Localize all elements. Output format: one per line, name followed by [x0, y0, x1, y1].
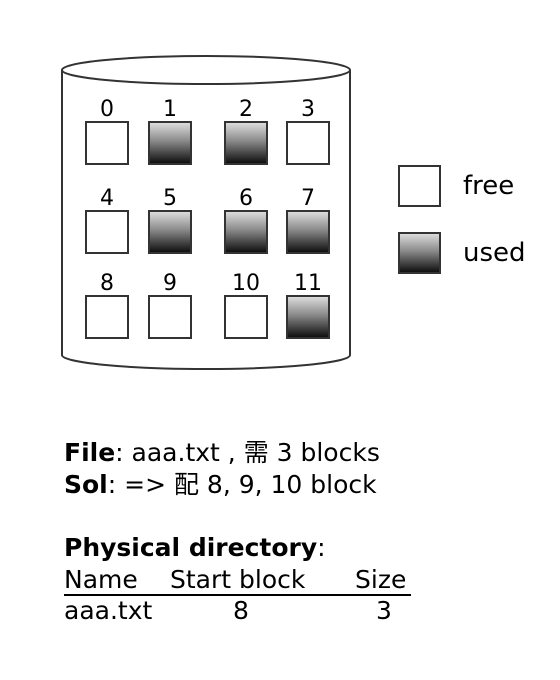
- block-7-used: [286, 210, 330, 254]
- block-8-free: [85, 295, 129, 339]
- block-0-free: [85, 121, 129, 165]
- dir-row-size: 3: [376, 596, 392, 625]
- directory-title-text: Physical directory: [64, 533, 318, 562]
- block-10-label: 10: [232, 271, 260, 296]
- dir-row-start: 8: [233, 596, 249, 625]
- block-6-used: [224, 210, 268, 254]
- file-value: : aaa.txt , 需 3 blocks: [115, 438, 380, 467]
- legend-used-label: used: [463, 238, 526, 268]
- dir-header-size: Size: [355, 565, 407, 594]
- directory-title-suffix: :: [317, 533, 326, 562]
- directory-title: Physical directory:: [64, 533, 326, 562]
- legend-free-swatch: [398, 165, 441, 207]
- disk-diagram: 0 1 2 3 4 5 6 7 8 9 10 11: [61, 55, 441, 370]
- block-3-free: [286, 121, 330, 165]
- disk-cylinder-top: [61, 55, 351, 85]
- file-key: File: [64, 438, 116, 467]
- block-9-free: [148, 295, 192, 339]
- block-10-free: [224, 295, 268, 339]
- block-4-label: 4: [100, 186, 114, 211]
- block-2-used: [224, 121, 268, 165]
- legend-used-swatch: [398, 232, 441, 274]
- disk-cylinder-body: [61, 70, 351, 370]
- block-1-label: 1: [163, 97, 177, 122]
- file-line: File: aaa.txt , 需 3 blocks: [64, 437, 380, 469]
- block-1-used: [148, 121, 192, 165]
- block-11-label: 11: [294, 271, 322, 296]
- dir-header-start: Start block: [170, 565, 306, 594]
- disk-blocks: 0 1 2 3 4 5 6 7 8 9 10 11: [85, 97, 330, 339]
- block-2-label: 2: [239, 97, 253, 122]
- block-11-used: [286, 295, 330, 339]
- block-3-label: 3: [301, 97, 315, 122]
- sol-line: Sol: => 配 8, 9, 10 block: [64, 469, 377, 501]
- block-8-label: 8: [100, 271, 114, 296]
- block-9-label: 9: [163, 271, 177, 296]
- block-7-label: 7: [301, 186, 315, 211]
- dir-header-name: Name: [64, 565, 138, 594]
- block-0-label: 0: [100, 97, 114, 122]
- block-5-label: 5: [163, 186, 177, 211]
- legend-free-label: free: [463, 171, 515, 201]
- sol-value: : => 配 8, 9, 10 block: [107, 470, 377, 499]
- block-4-free: [85, 210, 129, 254]
- block-6-label: 6: [239, 186, 253, 211]
- dir-row-name: aaa.txt: [64, 596, 153, 625]
- sol-key: Sol: [64, 470, 108, 499]
- dir-header-underline: [64, 594, 411, 596]
- block-5-used: [148, 210, 192, 254]
